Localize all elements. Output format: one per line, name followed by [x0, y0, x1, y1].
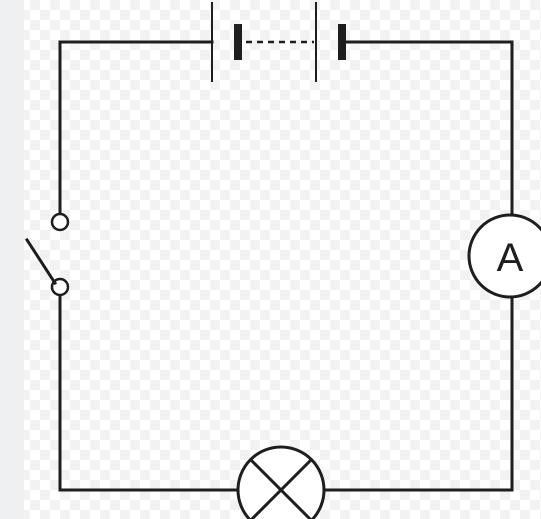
switch-icon — [24, 212, 70, 297]
switch-lever — [24, 237, 58, 286]
lamp-circle — [236, 445, 326, 519]
battery-icon — [211, 2, 346, 82]
ammeter-circle — [467, 213, 541, 299]
ammeter-icon: A — [467, 213, 541, 299]
wires — [58, 40, 514, 492]
switch-terminal-top — [50, 212, 70, 232]
ammeter-label: A — [497, 236, 524, 280]
left-margin-strip — [0, 0, 24, 519]
lamp-cross-2 — [249, 457, 314, 519]
lamp-icon — [236, 445, 326, 519]
